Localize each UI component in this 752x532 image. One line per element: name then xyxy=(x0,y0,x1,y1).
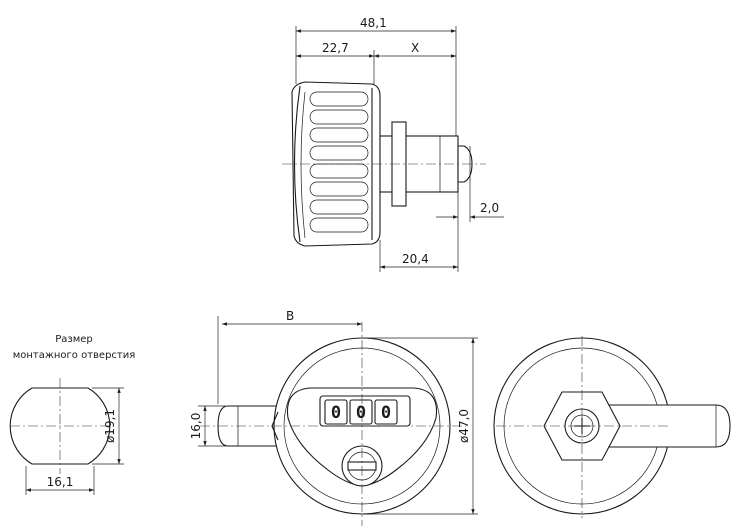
dim-height: 16,0 xyxy=(189,413,203,440)
dim-shank: 20,4 xyxy=(402,252,429,266)
dim-plunger: 2,0 xyxy=(480,201,499,215)
dim-hole-diameter: ø19,1 xyxy=(103,409,117,443)
side-view xyxy=(282,81,486,247)
caption-line-2: монтажного отверстия xyxy=(13,350,136,361)
dim-hole-width: 16,1 xyxy=(47,475,74,489)
code-wheel-2[interactable]: 0 xyxy=(356,403,366,423)
mounting-hole-profile: Размер монтажного отверстия ø19,1 16,1 xyxy=(9,334,136,495)
dim-knob-length: 22,7 xyxy=(322,41,349,55)
code-wheel-3[interactable]: 0 xyxy=(381,403,391,423)
dim-offset-b: B xyxy=(286,309,294,323)
front-view: 0 0 0 xyxy=(200,322,470,526)
dim-x: X xyxy=(411,41,419,55)
side-view-dimensions: 48,1 22,7 X 2,0 20,4 xyxy=(295,16,504,272)
code-wheels: 0 0 0 xyxy=(319,395,411,427)
code-wheel-1[interactable]: 0 xyxy=(331,403,341,423)
caption-line-1: Размер xyxy=(55,334,93,345)
rear-view xyxy=(493,336,731,518)
front-view-dimensions: B 16,0 ø47,0 xyxy=(189,309,478,515)
dim-overall-length: 48,1 xyxy=(360,16,387,30)
dim-diameter: ø47,0 xyxy=(457,409,471,443)
